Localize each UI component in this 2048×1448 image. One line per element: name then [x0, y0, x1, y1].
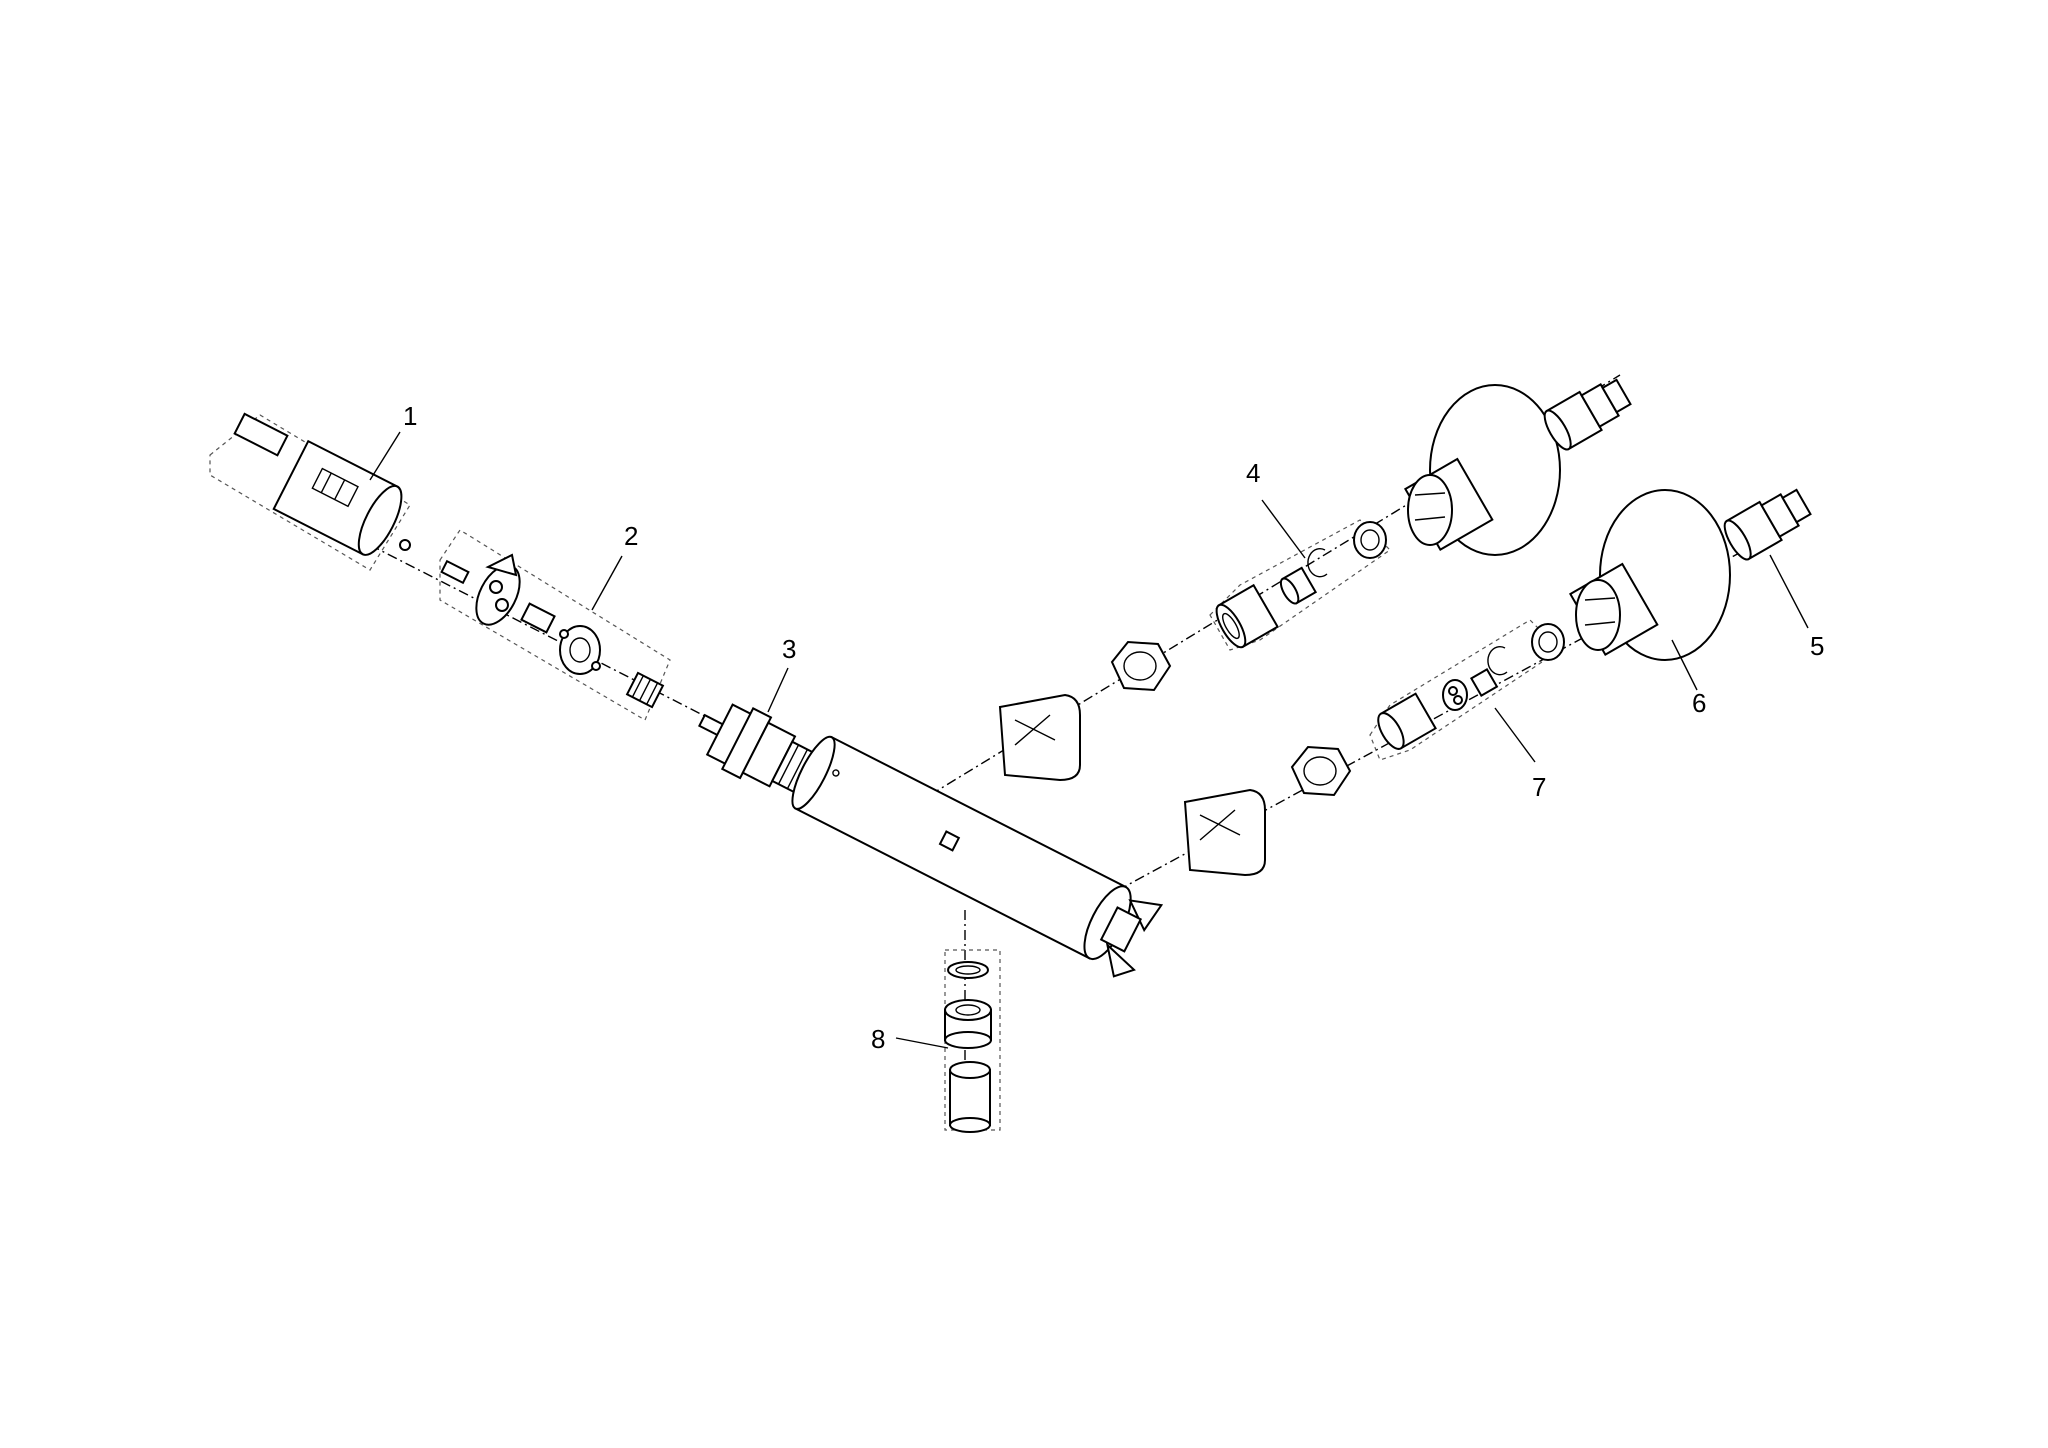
- mixer-body: [791, 735, 1164, 978]
- callout-6: 6: [1692, 688, 1706, 718]
- upper-nut: [1110, 640, 1172, 692]
- lower-branch-group: [1183, 745, 1352, 877]
- upper-branch-group: [998, 640, 1172, 782]
- callout-5: 5: [1810, 631, 1824, 661]
- upper-elbow: [998, 693, 1081, 782]
- part-4-valve-group: [1209, 519, 1391, 651]
- part-7-valve-group: [1369, 619, 1565, 761]
- part-6-escutcheon: [1568, 489, 1731, 661]
- lower-nut: [1290, 745, 1352, 797]
- part-8-outlet-group: [944, 949, 1001, 1133]
- part-2-adapter-group: [439, 529, 671, 721]
- part-1-sleeve-group: [209, 412, 411, 571]
- callout-3: 3: [782, 634, 796, 664]
- lower-elbow: [1183, 788, 1266, 877]
- callout-8: 8: [871, 1024, 885, 1054]
- callout-7: 7: [1532, 772, 1546, 802]
- assembly-axes: [369, 374, 1801, 1130]
- callout-labels: 1 2 3 4 5 6 7 8: [403, 401, 1824, 1054]
- callout-1: 1: [403, 401, 417, 431]
- callout-4: 4: [1246, 458, 1260, 488]
- callout-2: 2: [624, 521, 638, 551]
- upper-fitting: [1543, 378, 1632, 451]
- part-5-fitting: [1723, 488, 1812, 561]
- leader-lines: [369, 431, 1809, 1049]
- upper-escutcheon: [1403, 384, 1561, 556]
